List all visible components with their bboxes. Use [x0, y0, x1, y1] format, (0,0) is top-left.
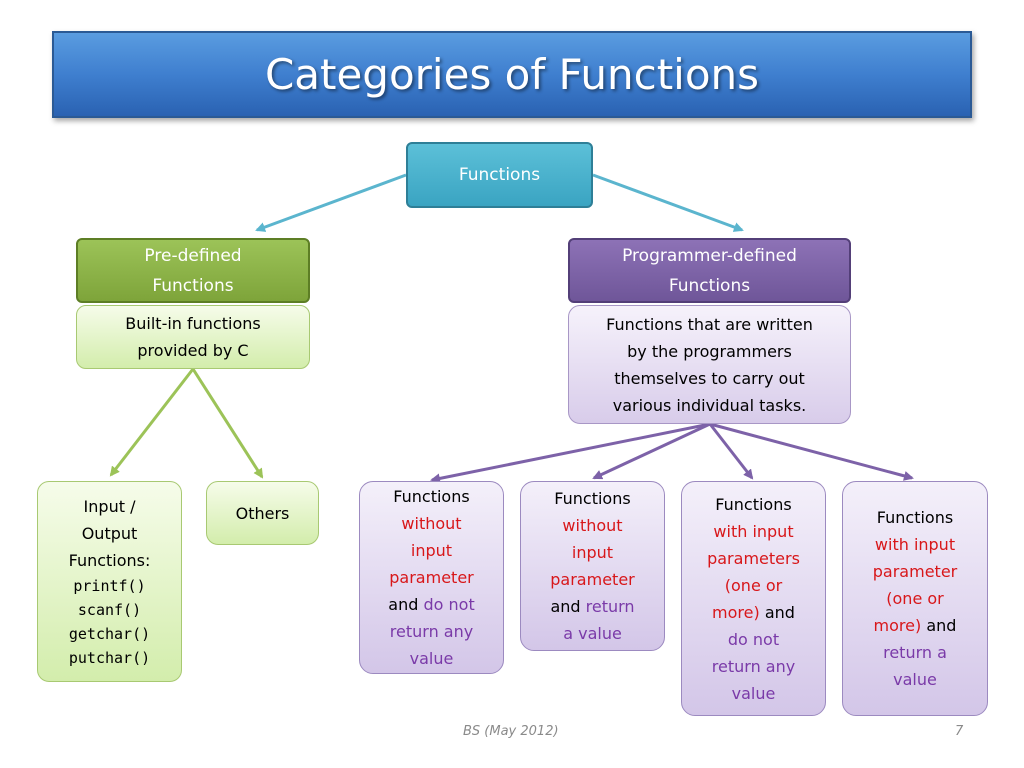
cat4-and-line: more) and	[874, 612, 957, 639]
category-no-input-no-return: Functions without input parameter and do…	[359, 481, 504, 674]
slide-title: Categories of Functions	[264, 50, 760, 99]
cat4-red-line: with input	[874, 535, 956, 554]
io-functions-node: Input / Output Functions: printf() scanf…	[37, 481, 182, 682]
cat3-and: and	[764, 602, 795, 622]
io-code-scanf: scanf()	[77, 601, 142, 619]
cat3-red-last: more)	[712, 602, 760, 622]
programmer-heading-line2: Functions	[668, 275, 751, 296]
io-code-putchar: putchar()	[68, 649, 151, 667]
category-input-return: Functions with input parameter (one or m…	[842, 481, 988, 716]
predefined-heading-line1: Pre-defined	[144, 245, 242, 266]
page-number: 7	[955, 724, 964, 739]
cat1-purple-inline: do not	[423, 595, 475, 614]
arrow-programmer-to-cat4	[709, 422, 914, 481]
cat2-and: and	[550, 597, 581, 616]
programmer-heading-line1: Programmer-defined	[622, 245, 797, 266]
arrow-root-to-predefined	[255, 173, 407, 232]
arrow-programmer-to-cat1	[430, 422, 711, 484]
others-label: Others	[235, 503, 290, 523]
io-line2: Output	[81, 524, 138, 543]
cat2-red-line: input	[571, 543, 614, 562]
predefined-description-node: Built-in functions provided by C	[76, 305, 310, 369]
cat4-red-line: parameter	[872, 562, 958, 581]
cat4-and: and	[926, 616, 957, 635]
arrow-root-to-programmer	[592, 173, 744, 232]
programmer-desc-line: various individual tasks.	[612, 395, 807, 415]
cat2-purple-inline: return	[585, 597, 635, 616]
cat2-and-line: and return	[550, 593, 634, 620]
cat1-and-line: and do not	[388, 591, 474, 618]
io-line1: Input /	[83, 497, 136, 516]
programmer-heading-node: Programmer-defined Functions	[568, 238, 851, 303]
cat1-purple-line: return any	[389, 622, 474, 641]
io-line3: Functions:	[68, 551, 151, 570]
cat3-red-line: parameters	[707, 548, 800, 568]
cat3-line1: Functions	[715, 494, 792, 514]
cat4-red-line: (one or	[886, 589, 944, 608]
cat4-red-last: more)	[873, 616, 922, 635]
cat1-red-line: without	[401, 514, 462, 533]
cat2-line1: Functions	[554, 489, 631, 508]
cat3-purple-line: return any	[711, 656, 796, 676]
cat4-purple-line: value	[893, 670, 937, 689]
cat2-red-line: parameter	[550, 570, 635, 589]
programmer-description-node: Functions that are written by the progra…	[568, 305, 851, 424]
cat4-line1: Functions	[876, 508, 954, 527]
arrow-programmer-to-cat2	[592, 422, 711, 480]
root-label: Functions	[458, 164, 541, 185]
predefined-heading-node: Pre-defined Functions	[76, 238, 310, 303]
programmer-desc-line: by the programmers	[627, 341, 792, 361]
cat1-red-line: parameter	[389, 568, 474, 587]
cat3-red-line: with input	[713, 521, 794, 541]
io-code-printf: printf()	[73, 577, 146, 595]
cat3-and-line: more) and	[712, 599, 795, 626]
cat3-red-line: (one or	[724, 575, 783, 595]
title-bar: Categories of Functions	[52, 31, 972, 118]
category-no-input-return: Functions without input parameter and re…	[520, 481, 665, 651]
arrow-predefined-to-others	[191, 368, 264, 479]
arrow-predefined-to-io	[109, 368, 195, 477]
others-node: Others	[206, 481, 319, 545]
category-input-no-return: Functions with input parameters (one or …	[681, 481, 826, 716]
cat3-purple-line: do not	[727, 629, 780, 649]
programmer-desc-line: Functions that are written	[606, 314, 813, 334]
cat1-line1: Functions	[393, 487, 470, 506]
arrow-programmer-to-cat3	[708, 423, 754, 480]
cat4-purple-line: return a	[883, 643, 947, 662]
io-code-getchar: getchar()	[68, 625, 151, 643]
cat1-and: and	[388, 595, 419, 614]
cat3-purple-line: value	[731, 683, 776, 703]
cat1-purple-line: value	[409, 649, 454, 668]
cat1-red-line: input	[410, 541, 453, 560]
cat2-red-line: without	[562, 516, 623, 535]
programmer-desc-line: themselves to carry out	[614, 368, 805, 388]
footer-source: BS (May 2012)	[463, 724, 559, 739]
predefined-desc-line1: Built-in functions	[125, 314, 261, 333]
functions-root-node: Functions	[406, 142, 593, 208]
cat2-purple-line: a value	[563, 624, 622, 643]
predefined-desc-line2: provided by C	[137, 341, 249, 360]
predefined-heading-line2: Functions	[152, 275, 234, 296]
